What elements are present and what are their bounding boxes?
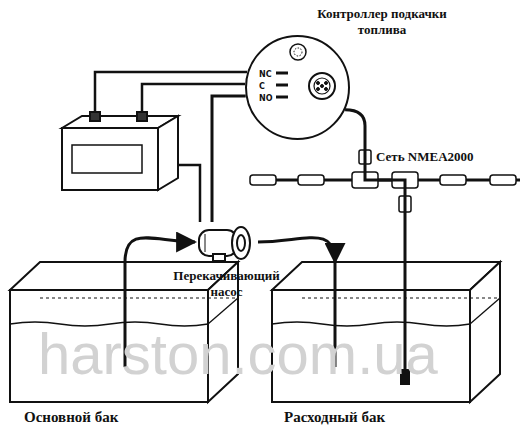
hose [125,238,195,262]
terminal-label: C [259,82,265,92]
node-title: Контроллер подкачки топлива [307,6,457,37]
wire [212,96,246,222]
battery [62,112,178,190]
watermark: harston.com.ua [38,322,438,386]
wire [345,110,405,262]
power-wires [95,72,247,222]
terminal-label: NO [259,94,273,104]
pump-drawing [195,222,258,262]
controller-circle: Контроллер подкачки топливаNCCNO [245,35,350,140]
node-title: Перекачивающий насос [158,268,295,299]
node-title: Расходный бак [284,408,454,426]
terminal-label: NC [259,70,272,80]
controller-details [276,44,335,99]
node-title: Основной бак [24,408,184,426]
network-label: Сеть NMEA2000 [376,150,474,164]
hose [258,238,335,262]
pump: Перекачивающий насос [195,222,258,262]
